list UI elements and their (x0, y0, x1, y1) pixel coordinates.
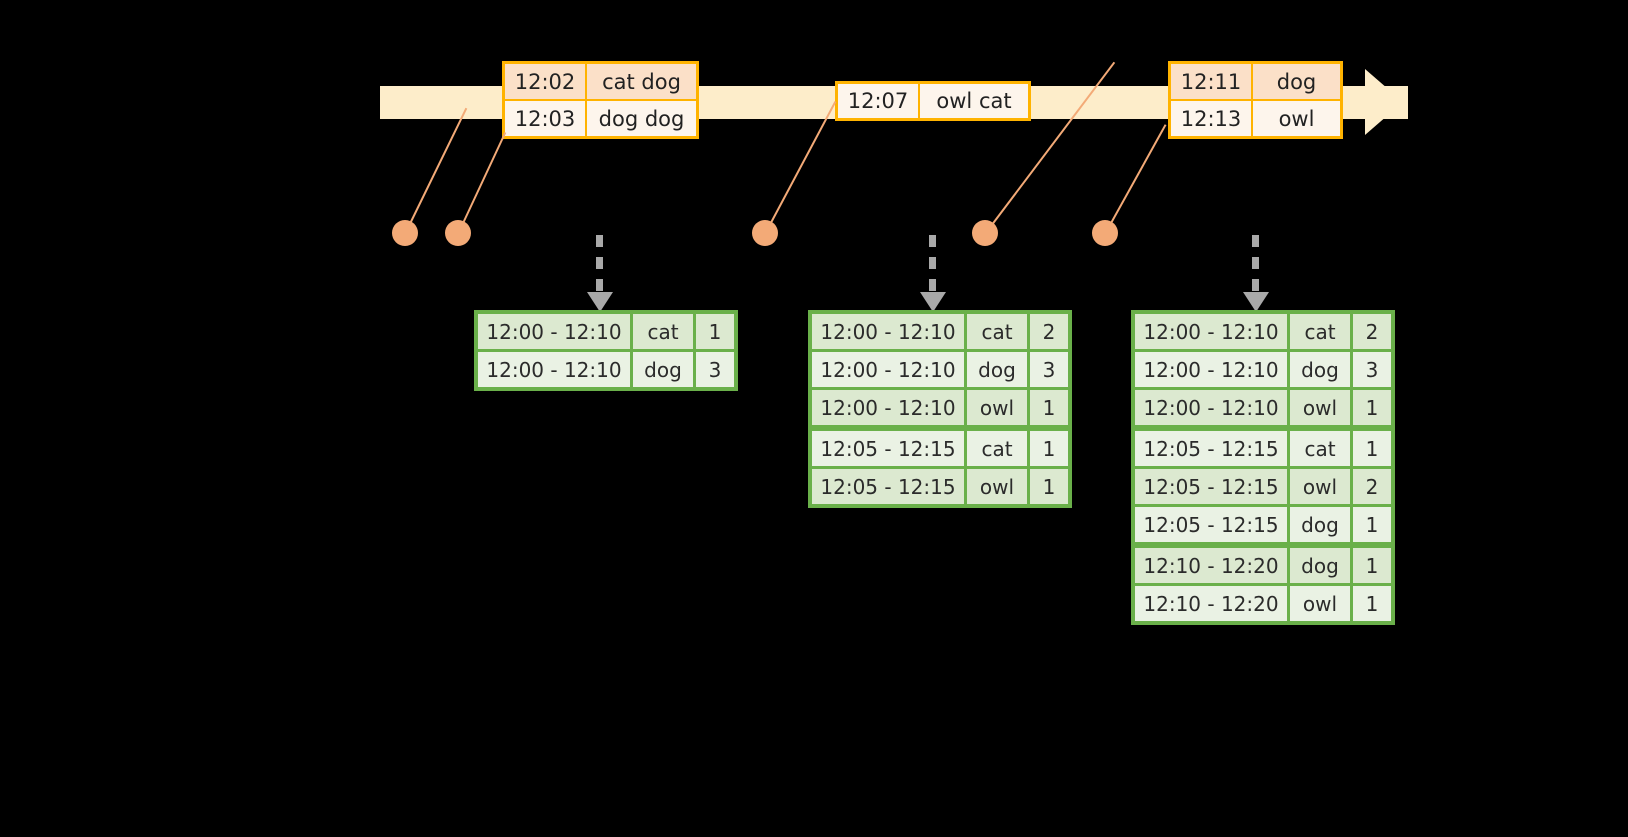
cell-window: 12:00 - 12:10 (478, 352, 630, 387)
event-dot (752, 220, 778, 246)
event-payload: owl cat (920, 84, 1028, 118)
cell-count: 1 (1353, 390, 1391, 425)
event-payload: cat dog (587, 64, 696, 99)
event-dot (972, 220, 998, 246)
cell-word: cat (967, 314, 1027, 349)
cell-window: 12:05 - 12:15 (1135, 431, 1287, 466)
event-row: 12:02 cat dog (505, 64, 696, 99)
cell-word: dog (633, 352, 693, 387)
event-dot (392, 220, 418, 246)
event-group-2[interactable]: 12:07 owl cat (835, 81, 1031, 121)
event-dot (445, 220, 471, 246)
cell-window: 12:10 - 12:20 (1135, 586, 1287, 621)
cell-word: owl (1290, 390, 1350, 425)
event-time: 12:13 (1171, 101, 1253, 136)
cell-window: 12:00 - 12:10 (812, 390, 964, 425)
cell-word: cat (1290, 314, 1350, 349)
event-group-3[interactable]: 12:11 dog 12:13 owl (1168, 61, 1343, 139)
event-time: 12:02 (505, 64, 587, 99)
flow-arrow-shaft (929, 235, 936, 297)
cell-word: owl (1290, 469, 1350, 504)
event-payload: dog (1253, 64, 1340, 99)
cell-word: cat (967, 431, 1027, 466)
cell-window: 12:00 - 12:10 (812, 352, 964, 387)
cell-window: 12:05 - 12:15 (1135, 469, 1287, 504)
cell-word: owl (967, 390, 1027, 425)
cell-count: 3 (1030, 352, 1068, 387)
connector-line (1104, 124, 1167, 235)
cell-count: 1 (1030, 431, 1068, 466)
flow-arrow-shaft (596, 235, 603, 297)
cell-count: 2 (1353, 469, 1391, 504)
cell-word: cat (1290, 431, 1350, 466)
cell-window: 12:00 - 12:10 (1135, 314, 1287, 349)
cell-word: dog (1290, 548, 1350, 583)
event-row: 12:07 owl cat (838, 84, 1028, 118)
cell-window: 12:00 - 12:10 (1135, 390, 1287, 425)
event-row: 12:13 owl (1171, 99, 1340, 136)
cell-count: 1 (1353, 431, 1391, 466)
cell-word: owl (1290, 586, 1350, 621)
cell-word: cat (633, 314, 693, 349)
cell-window: 12:05 - 12:15 (1135, 507, 1287, 542)
connector-line (457, 132, 507, 235)
event-payload: dog dog (587, 101, 696, 136)
cell-window: 12:00 - 12:10 (812, 314, 964, 349)
event-row: 12:11 dog (1171, 64, 1340, 99)
connector-line (404, 107, 468, 235)
cell-count: 1 (1030, 390, 1068, 425)
cell-window: 12:05 - 12:15 (812, 431, 964, 466)
event-row: 12:03 dog dog (505, 99, 696, 136)
flow-arrow-head (1243, 292, 1269, 312)
stream-arrowhead (1365, 69, 1403, 135)
cell-word: dog (1290, 352, 1350, 387)
event-group-1[interactable]: 12:02 cat dog 12:03 dog dog (502, 61, 699, 139)
event-time: 12:11 (1171, 64, 1253, 99)
event-payload: owl (1253, 101, 1340, 136)
cell-window: 12:00 - 12:10 (478, 314, 630, 349)
cell-count: 3 (1353, 352, 1391, 387)
flow-arrow-head (920, 292, 946, 312)
flow-arrow-head (587, 292, 613, 312)
cell-word: owl (967, 469, 1027, 504)
event-time: 12:07 (838, 84, 920, 118)
event-dot (1092, 220, 1118, 246)
cell-count: 1 (1353, 507, 1391, 542)
flow-arrow-shaft (1252, 235, 1259, 297)
cell-window: 12:05 - 12:15 (812, 469, 964, 504)
cell-count: 2 (1030, 314, 1068, 349)
cell-count: 1 (1353, 548, 1391, 583)
event-time: 12:03 (505, 101, 587, 136)
cell-count: 2 (1353, 314, 1391, 349)
cell-count: 1 (1353, 586, 1391, 621)
cell-window: 12:10 - 12:20 (1135, 548, 1287, 583)
cell-count: 1 (1030, 469, 1068, 504)
cell-count: 1 (696, 314, 734, 349)
cell-word: dog (967, 352, 1027, 387)
cell-window: 12:00 - 12:10 (1135, 352, 1287, 387)
cell-count: 3 (696, 352, 734, 387)
connector-line (764, 101, 837, 235)
cell-word: dog (1290, 507, 1350, 542)
